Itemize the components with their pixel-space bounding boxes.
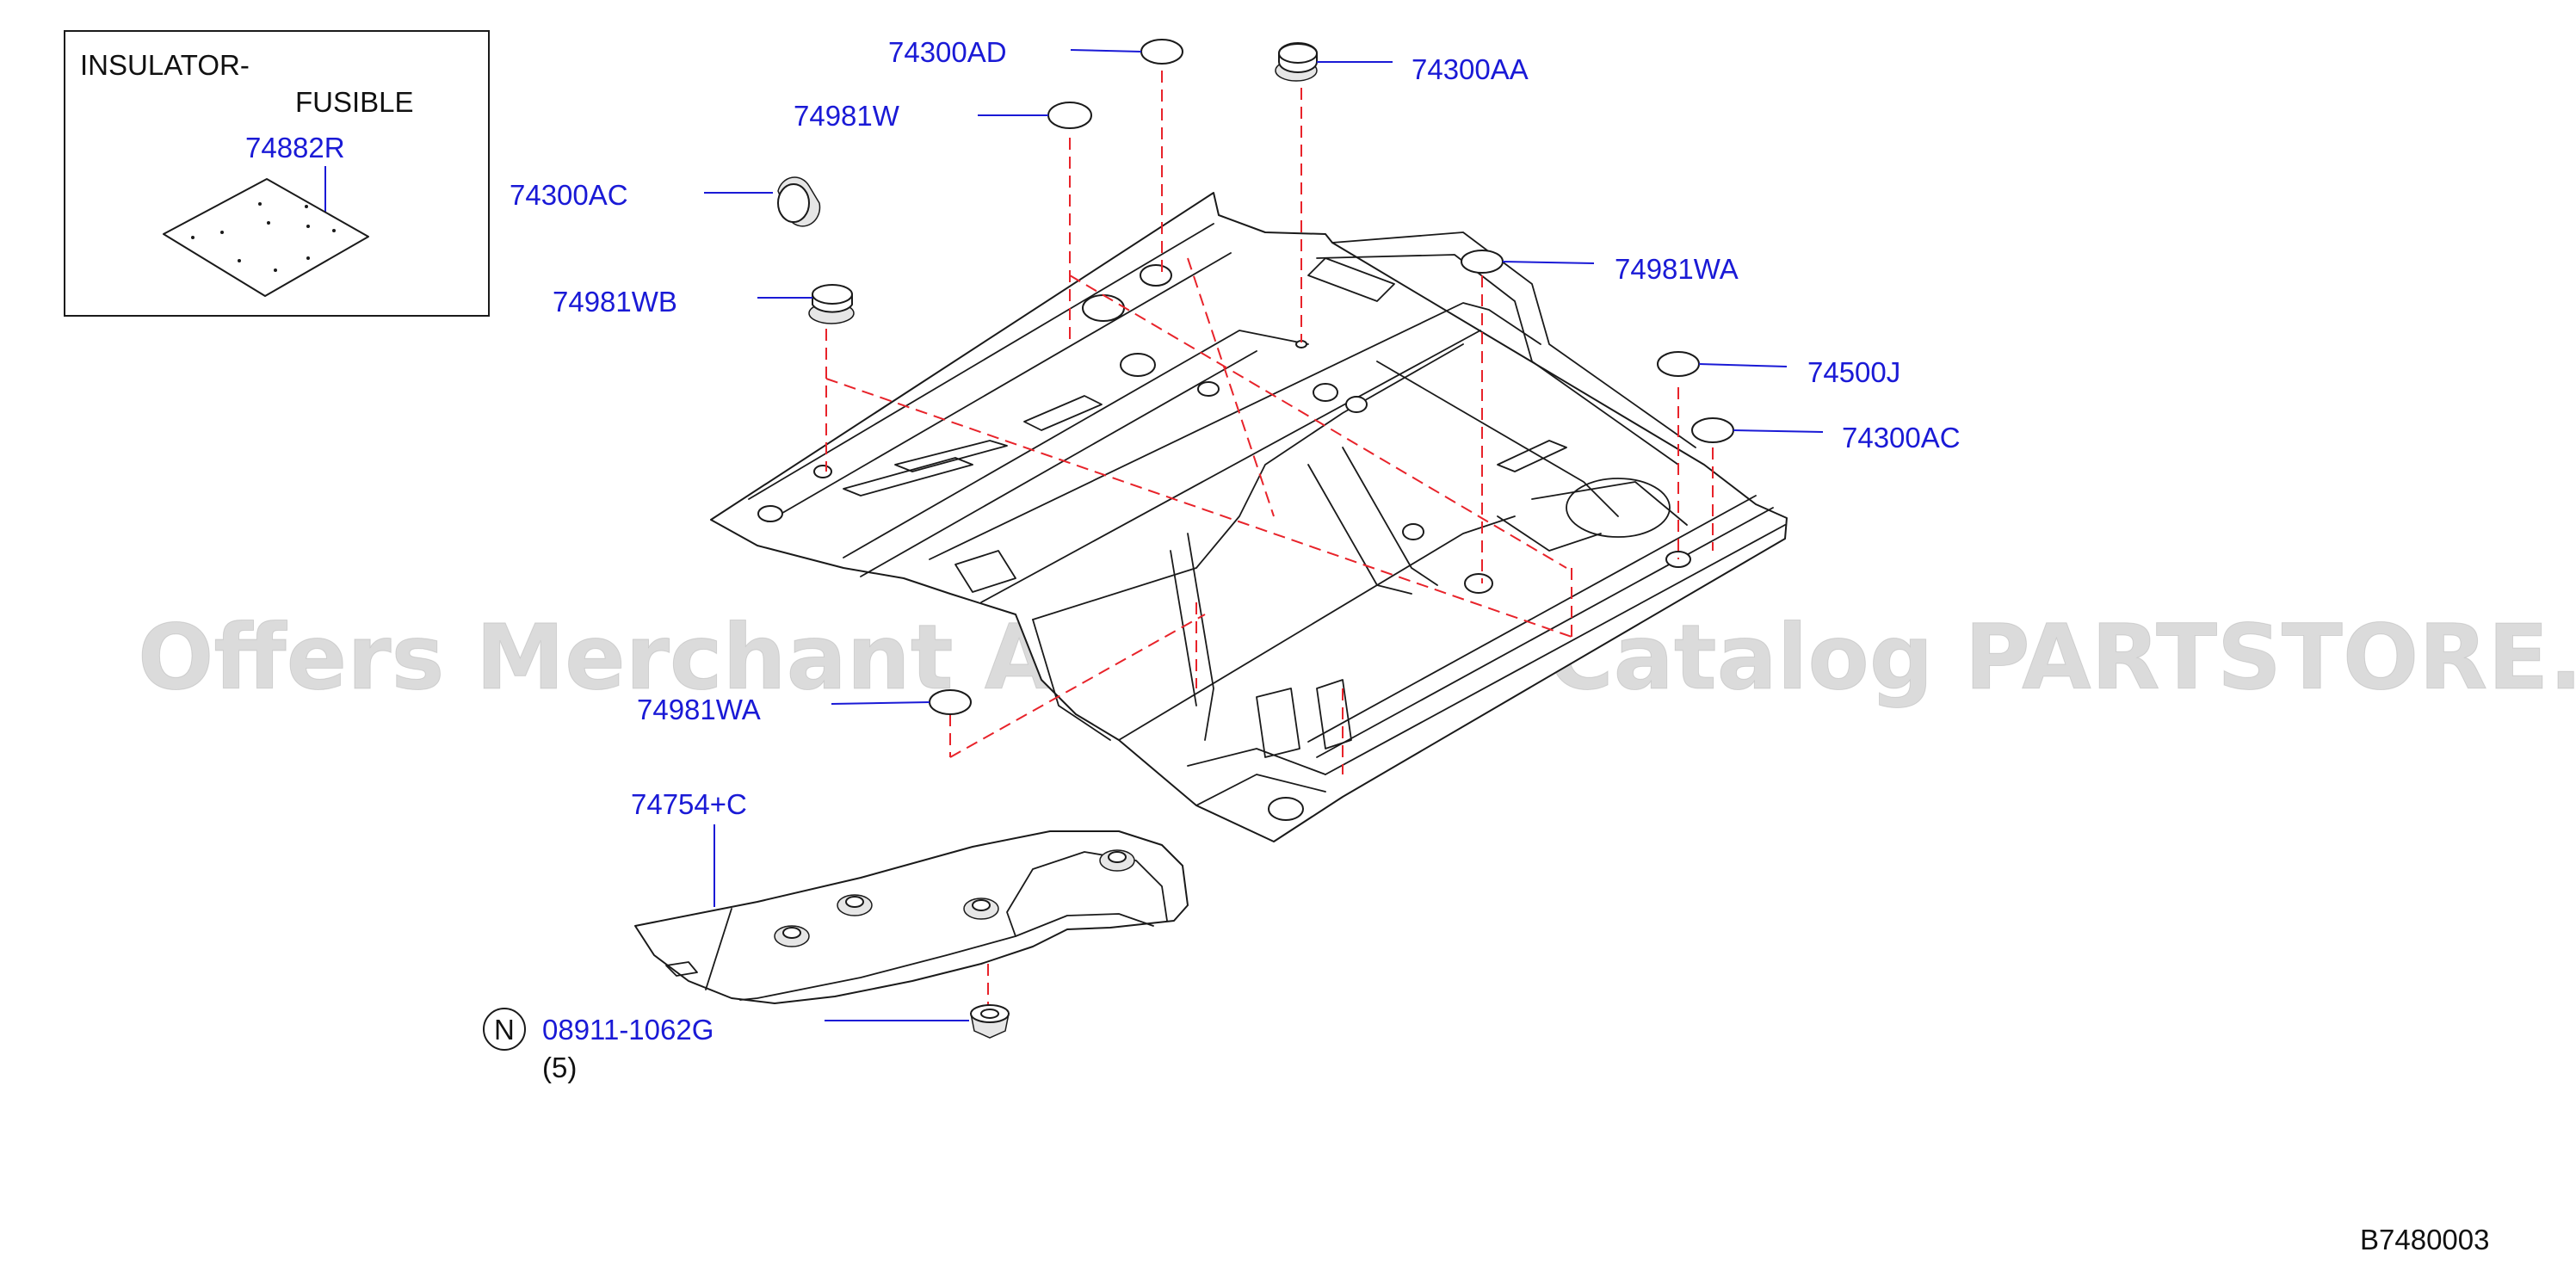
- nut-08911-icon: [970, 1004, 1010, 1039]
- callout-74981WB[interactable]: 74981WB: [553, 286, 677, 318]
- heat-shield-studs: [774, 849, 1135, 947]
- grommet-74300AA-icon: [1275, 42, 1318, 82]
- inset-panel: INSULATOR- FUSIBLE 74882R: [64, 30, 490, 317]
- clip-74300AC-right-icon: [1691, 417, 1734, 443]
- floor-panel-drawing: [710, 192, 1788, 842]
- heat-shield-drawing: [634, 830, 1189, 1004]
- callout-74300AC-left[interactable]: 74300AC: [510, 179, 628, 211]
- insulator-pad-icon: [163, 178, 369, 297]
- callout-08911-1062G[interactable]: 08911-1062G: [542, 1014, 713, 1046]
- callout-74500J[interactable]: 74500J: [1807, 356, 1900, 388]
- callout-74300AC-right[interactable]: 74300AC: [1842, 422, 1961, 453]
- grommet-74300AC-left-icon: [777, 176, 821, 227]
- callout-74981W[interactable]: 74981W: [794, 100, 900, 132]
- diagram-code: B7480003: [2360, 1224, 2489, 1255]
- callout-74882R[interactable]: 74882R: [245, 132, 345, 163]
- grommet-74981WB-icon: [808, 284, 855, 324]
- clips: [777, 39, 1734, 715]
- clip-74981W-icon: [1047, 102, 1092, 129]
- floor-outline: [710, 192, 1788, 842]
- clip-74500J-icon: [1657, 351, 1700, 377]
- clip-74981WA-lower-icon: [929, 689, 972, 715]
- callout-74300AD[interactable]: 74300AD: [888, 36, 1007, 68]
- callout-74981WA-right[interactable]: 74981WA: [1615, 253, 1739, 285]
- leader-lines: [704, 49, 1824, 1021]
- inset-title-line2: FUSIBLE: [295, 86, 414, 118]
- nut-quantity: (5): [542, 1052, 577, 1083]
- nut-callout-group: N 08911-1062G (5): [483, 1008, 713, 1083]
- clip-74300AD-icon: [1140, 39, 1183, 65]
- callout-74981WA-lower[interactable]: 74981WA: [637, 694, 761, 725]
- nut-n-badge-label: N: [494, 1014, 515, 1046]
- inset-title-line1: INSULATOR-: [80, 49, 250, 81]
- clip-74981WA-right-icon: [1461, 250, 1504, 274]
- callout-74754C[interactable]: 74754+C: [631, 788, 747, 820]
- callout-74300AA[interactable]: 74300AA: [1412, 53, 1529, 85]
- assembly-guides: [825, 52, 1714, 1007]
- nut-n-badge-icon: [483, 1008, 526, 1051]
